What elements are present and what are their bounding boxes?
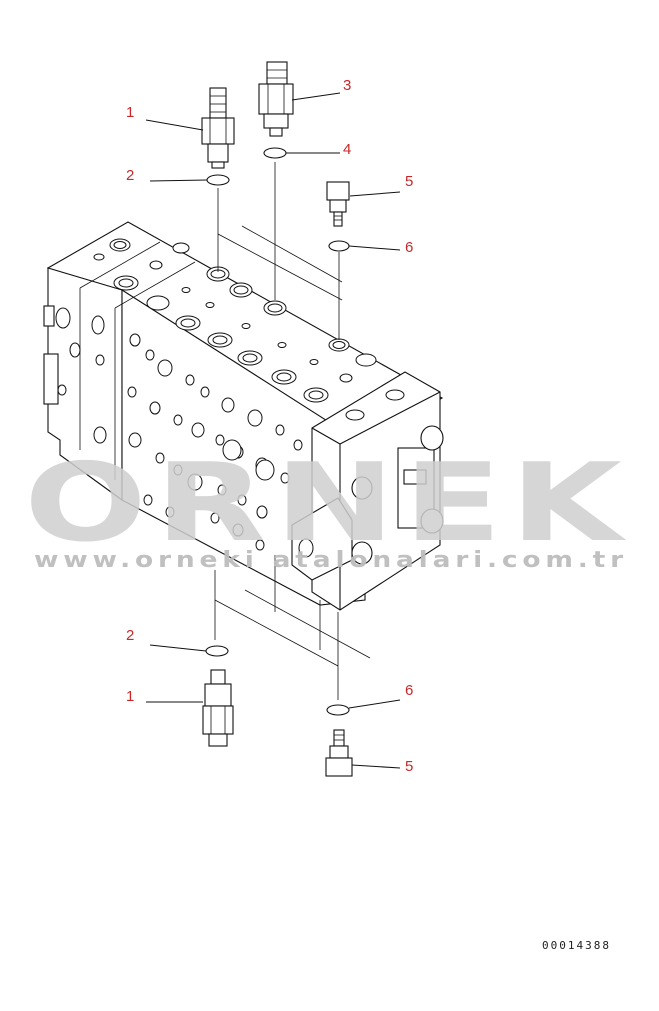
callout-5-bottom: 5	[405, 758, 413, 775]
part-2-bottom-o-ring	[205, 645, 229, 657]
callout-6-top: 6	[405, 239, 413, 256]
callout-numbers: 1 2 3 4 5 6 2 1 6 5	[126, 77, 413, 775]
callout-3: 3	[343, 77, 351, 94]
drawing-id: 00014388	[542, 939, 611, 952]
callout-2-top: 2	[126, 167, 134, 184]
part-4-o-ring	[263, 147, 287, 159]
callout-2-bottom: 2	[126, 627, 134, 644]
control-valve-body	[43, 221, 444, 611]
callout-6-bottom: 6	[405, 682, 413, 699]
watermark-brand: ORNEK	[24, 441, 630, 566]
part-1-top-valve	[201, 87, 235, 169]
part-5-top-plug	[326, 181, 350, 227]
part-2-top-o-ring	[206, 174, 230, 186]
part-3-valve	[258, 61, 294, 137]
callout-5-top: 5	[405, 173, 413, 190]
leader-lines	[145, 92, 401, 769]
callout-1-bottom: 1	[126, 688, 134, 705]
part-5-bottom-plug	[325, 729, 353, 777]
part-6-top-o-ring	[328, 240, 350, 252]
assembly-guide-lines	[214, 162, 371, 700]
callout-4: 4	[343, 141, 351, 158]
callout-1-top: 1	[126, 104, 134, 121]
watermark-url: www.orneki atalonalari.com.tr	[34, 548, 628, 573]
part-6-bottom-o-ring	[326, 704, 350, 716]
part-1-bottom-valve	[202, 669, 234, 747]
